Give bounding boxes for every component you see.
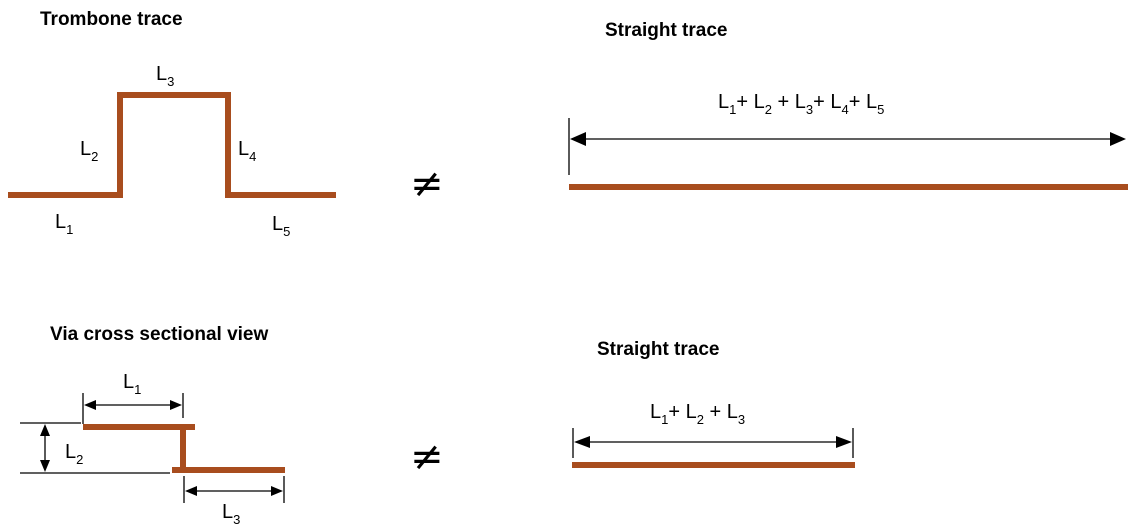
arrow-right-icon xyxy=(170,400,182,410)
via-label-l2: L2 xyxy=(65,441,83,467)
trombone-label-l5: L5 xyxy=(272,213,290,239)
arrow-left-icon xyxy=(185,486,197,496)
straight-top-title: Straight trace xyxy=(605,20,727,41)
arrow-down-icon xyxy=(40,460,50,472)
via-label-l3: L3 xyxy=(222,501,240,527)
straight-bottom-sum-label: L1+ L2 + L3 xyxy=(650,401,745,427)
straight-top-dimension xyxy=(568,118,1126,175)
trombone-title: Trombone trace xyxy=(40,9,183,30)
straight-bottom-title: Straight trace xyxy=(597,339,719,360)
arrow-right-icon xyxy=(836,436,852,448)
arrow-up-icon xyxy=(40,424,50,436)
straight-bottom-dimension xyxy=(572,428,854,458)
arrow-right-icon xyxy=(271,486,283,496)
via-l1-dimension xyxy=(82,393,184,424)
not-equal-symbol-bottom: ≠ xyxy=(410,434,444,480)
trombone-label-l3: L3 xyxy=(156,63,174,89)
via-label-l1: L1 xyxy=(123,371,141,397)
straight-top-sum-label: L1+ L2 + L3+ L4+ L5 xyxy=(718,91,884,117)
trombone-label-l2: L2 xyxy=(80,138,98,164)
trombone-label-l4: L4 xyxy=(238,138,256,164)
via-l2-dimension xyxy=(20,422,170,474)
via-l3-dimension xyxy=(183,476,285,503)
trombone-label-l1: L1 xyxy=(55,211,73,237)
via-title: Via cross sectional view xyxy=(50,324,268,345)
arrow-left-icon xyxy=(574,436,590,448)
arrow-right-icon xyxy=(1110,132,1126,146)
not-equal-symbol-top: ≠ xyxy=(410,161,444,207)
arrow-left-icon xyxy=(570,132,586,146)
trombone-trace xyxy=(8,92,336,198)
arrow-left-icon xyxy=(84,400,96,410)
